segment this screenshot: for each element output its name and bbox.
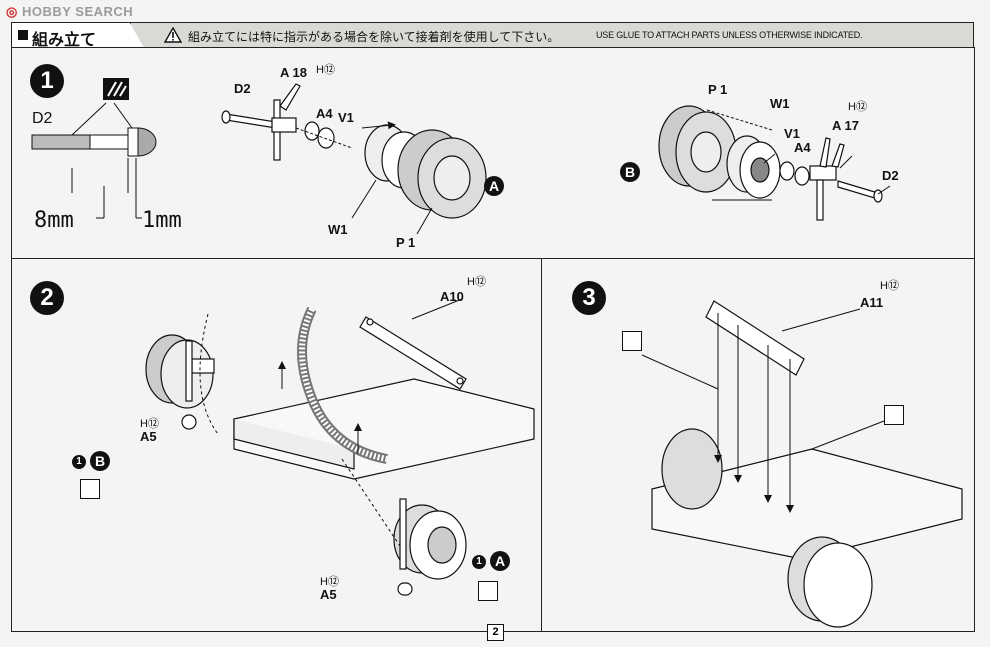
label-h12-right: H⑫ xyxy=(848,101,867,113)
warning-icon xyxy=(164,27,182,43)
instruction-en: USE GLUE TO ATTACH PARTS UNLESS OTHERWIS… xyxy=(596,30,863,40)
glue-icon-a xyxy=(622,331,642,351)
step1-panel: 1 xyxy=(11,47,975,259)
label-d2-right: D2 xyxy=(882,168,899,183)
label-a10: A10 xyxy=(440,289,464,304)
label-h12-a5-bot: H⑫ xyxy=(320,576,339,588)
ref-b-number: 1 xyxy=(72,455,86,469)
label-p1-right: P 1 xyxy=(708,82,728,97)
label-a17: A 17 xyxy=(832,118,859,133)
label-a4-left: A4 xyxy=(316,106,333,121)
marker-a: A xyxy=(484,176,504,196)
step3-number: 3 xyxy=(572,281,606,315)
label-h12-a11: H⑫ xyxy=(880,280,899,292)
label-a5-top: A5 xyxy=(140,429,157,444)
section-title: 組み立て xyxy=(32,32,97,49)
label-w1-right: W1 xyxy=(770,96,790,111)
dimension-8mm: 8mm xyxy=(34,208,74,233)
dimension-1mm: 1mm xyxy=(142,208,182,233)
step3-drawing xyxy=(641,300,963,628)
section-title-tab: 組み立て xyxy=(12,23,131,49)
step2-drawing xyxy=(145,298,535,596)
watermark: ◎ HOBBY SEARCH xyxy=(6,4,134,19)
label-a18: A 18 xyxy=(280,65,307,80)
marker-b: B xyxy=(620,162,640,182)
label-a5-bot: A5 xyxy=(320,587,337,602)
step2-panel: 2 H⑫ A10 H⑫ A5 1 B H⑫ xyxy=(11,258,543,632)
label-h12-a10: H⑫ xyxy=(467,276,486,288)
label-v1-left: V1 xyxy=(338,110,354,125)
instruction-header: 組み立て 組み立てには特に指示がある場合を除いて接着剤を使用して下さい。 USE… xyxy=(11,22,974,49)
step1-drawing xyxy=(31,78,891,235)
label-a11: A11 xyxy=(860,295,884,310)
label-d2-left: D2 xyxy=(234,81,251,96)
step1-number: 1 xyxy=(30,64,64,98)
glue-icon-b xyxy=(884,405,904,425)
ref-a-number: 1 xyxy=(472,555,486,569)
ref-b-marker: B xyxy=(90,451,110,471)
step3-panel: 3 H⑫ A11 xyxy=(541,258,975,632)
ref-a-marker: A xyxy=(490,551,510,571)
instruction-jp: 組み立てには特に指示がある場合を除いて接着剤を使用して下さい。 xyxy=(188,30,560,44)
tab-slant xyxy=(130,23,144,48)
label-d2-detail: D2 xyxy=(32,110,53,127)
label-h12-left: H⑫ xyxy=(316,64,335,76)
page-number: 2 xyxy=(487,624,504,641)
label-a4-right: A4 xyxy=(794,140,811,155)
glue-icon-left xyxy=(80,479,100,499)
black-square-icon xyxy=(18,30,28,40)
step2-number: 2 xyxy=(30,281,64,315)
label-w1-left: W1 xyxy=(328,222,348,237)
glue-icon-right xyxy=(478,581,498,601)
label-h12-a5-top: H⑫ xyxy=(140,418,159,430)
label-v1-right: V1 xyxy=(784,126,800,141)
label-p1-left: P 1 xyxy=(396,235,416,250)
